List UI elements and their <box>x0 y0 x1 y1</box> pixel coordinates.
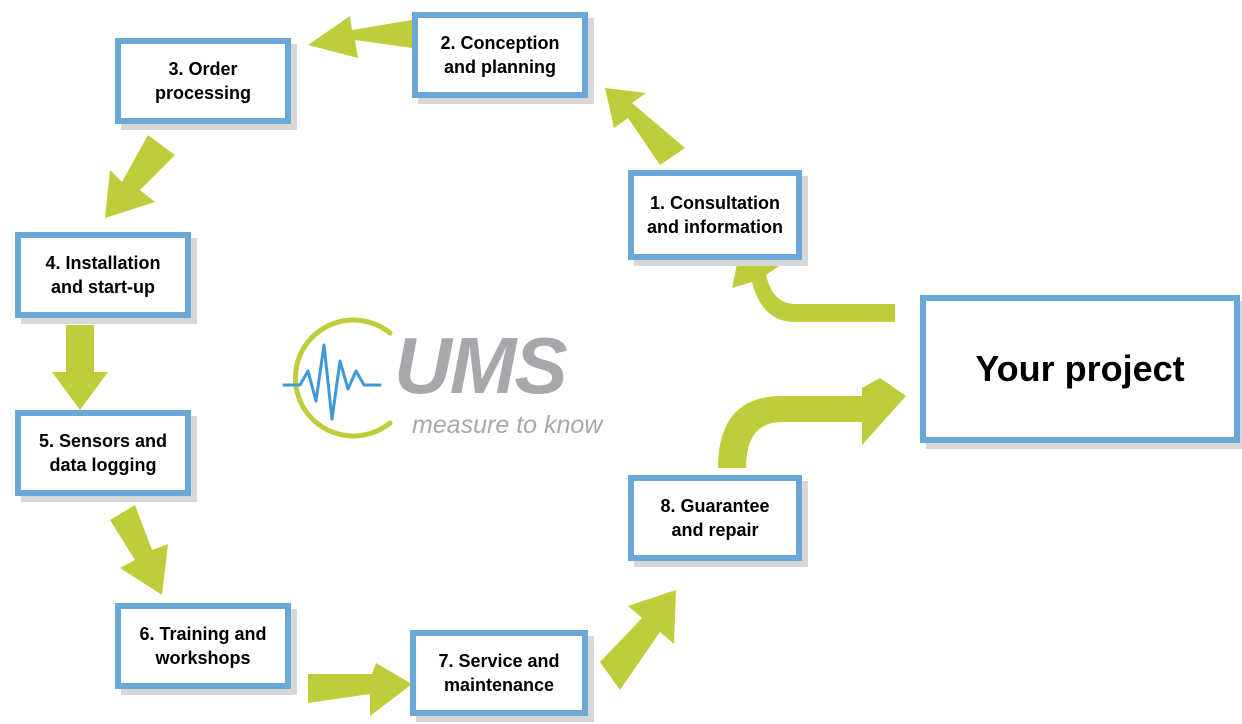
arrow-step8-to-project <box>718 378 906 468</box>
ums-logo: UMS measure to know <box>282 317 604 439</box>
step-1-box[interactable]: 1. Consultation and information <box>628 170 802 260</box>
arrow-project-to-step1 <box>732 240 895 322</box>
step-4-box[interactable]: 4. Installation and start-up <box>15 232 191 318</box>
step-6-box[interactable]: 6. Training and workshops <box>115 603 291 689</box>
logo-wordmark: UMS <box>394 321 567 410</box>
arrow-step7-to-step8 <box>600 590 676 690</box>
logo-wave-icon <box>282 343 382 421</box>
arrow-step1-to-step2 <box>605 88 685 165</box>
logo-tagline: measure to know <box>412 411 604 439</box>
arrow-step2-to-step3 <box>308 16 412 58</box>
step-8-box[interactable]: 8. Guarantee and repair <box>628 475 802 561</box>
step-3-box[interactable]: 3. Order processing <box>115 38 291 124</box>
your-project-box[interactable]: Your project <box>920 295 1240 443</box>
step-2-box[interactable]: 2. Conception and planning <box>412 12 588 98</box>
step-5-box[interactable]: 5. Sensors and data logging <box>15 410 191 496</box>
arrow-step4-to-step5 <box>52 325 108 410</box>
step-7-box[interactable]: 7. Service and maintenance <box>410 630 588 716</box>
arrow-step5-to-step6 <box>110 505 168 595</box>
logo-circle-arc <box>292 317 393 439</box>
arrow-step6-to-step7 <box>308 663 412 716</box>
arrow-step3-to-step4 <box>105 135 175 218</box>
